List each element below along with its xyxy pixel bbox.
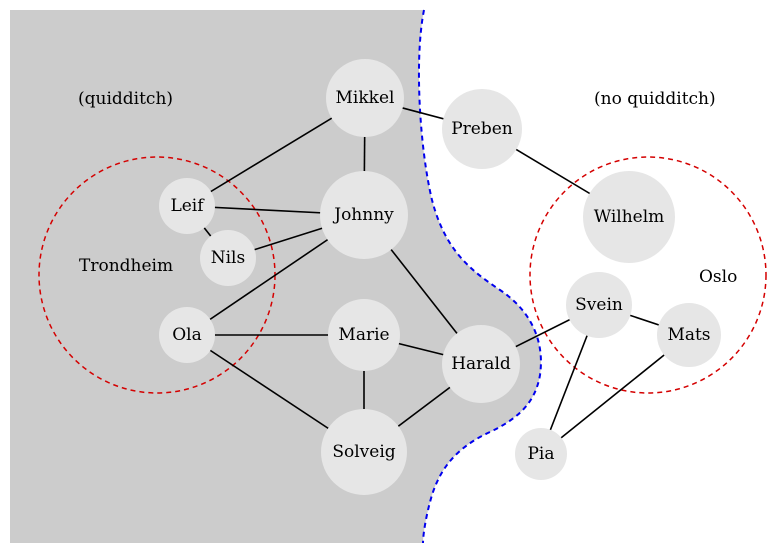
node-circle-leif — [159, 178, 215, 234]
node-marie: Marie — [328, 299, 400, 371]
node-label-marie: Marie — [338, 325, 389, 345]
node-pia: Pia — [515, 428, 567, 480]
node-johnny: Johnny — [320, 171, 408, 259]
quidditch-label: (quidditch) — [78, 89, 173, 109]
node-circle-pia — [515, 428, 567, 480]
node-circle-johnny — [320, 171, 408, 259]
node-svein: Svein — [566, 272, 632, 338]
node-preben: Preben — [442, 89, 522, 169]
node-circle-harald — [442, 325, 520, 403]
node-label-nils: Nils — [211, 248, 245, 268]
cluster-oslo — [529, 156, 767, 394]
node-mats: Mats — [657, 303, 721, 367]
cluster-label-trondheim: Trondheim — [79, 256, 173, 276]
region-boundary — [417, 9, 542, 544]
node-label-leif: Leif — [170, 196, 205, 216]
node-circle-solveig — [321, 409, 407, 495]
cluster-label-oslo: Oslo — [699, 267, 737, 287]
node-circle-ola — [159, 307, 215, 363]
node-label-mikkel: Mikkel — [336, 88, 395, 108]
node-solveig: Solveig — [321, 409, 407, 495]
node-circle-nils — [200, 230, 256, 286]
node-label-wilhelm: Wilhelm — [594, 207, 665, 227]
node-label-solveig: Solveig — [332, 442, 395, 462]
node-label-ola: Ola — [172, 325, 202, 345]
node-circle-marie — [328, 299, 400, 371]
node-harald: Harald — [442, 325, 520, 403]
node-wilhelm: Wilhelm — [583, 171, 675, 263]
node-label-harald: Harald — [451, 354, 511, 374]
node-circle-mikkel — [326, 59, 404, 137]
node-leif: Leif — [159, 178, 215, 234]
node-circle-mats — [657, 303, 721, 367]
node-label-preben: Preben — [451, 119, 513, 139]
node-circle-wilhelm — [583, 171, 675, 263]
node-label-svein: Svein — [575, 295, 623, 315]
node-nils: Nils — [200, 230, 256, 286]
node-label-johnny: Johnny — [332, 205, 394, 225]
node-mikkel: Mikkel — [326, 59, 404, 137]
no-quidditch-label: (no quidditch) — [594, 89, 716, 109]
node-ola: Ola — [159, 307, 215, 363]
node-label-mats: Mats — [667, 325, 710, 345]
node-label-pia: Pia — [527, 444, 554, 464]
node-circle-preben — [442, 89, 522, 169]
node-circle-svein — [566, 272, 632, 338]
